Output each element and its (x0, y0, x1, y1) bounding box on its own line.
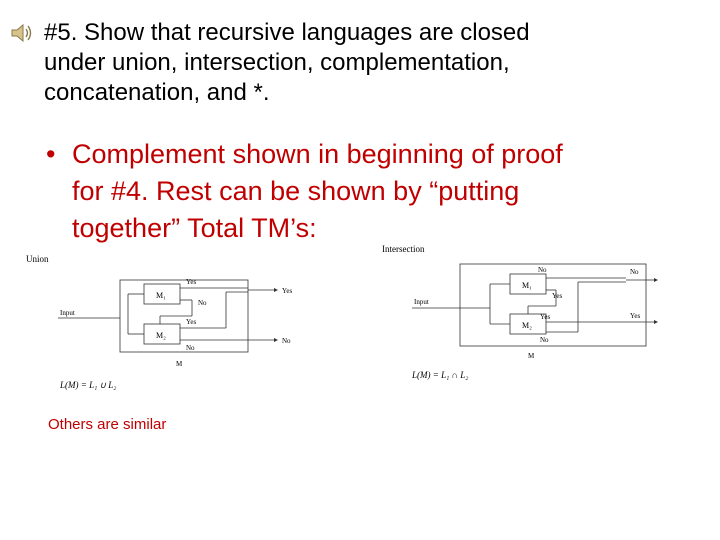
speaker-icon[interactable] (10, 22, 36, 44)
question-text: #5. Show that recursive languages are cl… (44, 18, 684, 108)
intersection-machine-box (459, 263, 647, 347)
union-m1-box (143, 283, 181, 305)
intersection-m2-no: No (540, 336, 549, 344)
union-out-yes: Yes (282, 287, 292, 295)
question-line-2: under union, intersection, complementati… (44, 49, 510, 76)
intersection-m1-yes: Yes (552, 292, 562, 300)
intersection-title: Intersection (382, 244, 425, 254)
union-input-label: Input (60, 309, 75, 317)
union-m1-label: M₁ (156, 291, 166, 300)
intersection-m2-yes: Yes (540, 313, 550, 321)
union-title: Union (26, 254, 49, 264)
union-m2-box (143, 323, 181, 345)
union-m1-yes: Yes (186, 278, 196, 286)
bullet-line-2: for #4. Rest can be shown by “putting (72, 176, 520, 206)
union-m2-no: No (186, 344, 195, 352)
intersection-m2-label: M₂ (522, 321, 532, 330)
union-formula: L(M) = L₁ ∪ L₂ (59, 380, 116, 390)
union-m1-no: No (198, 299, 207, 307)
intersection-out-no: No (630, 268, 639, 276)
intersection-out-yes: Yes (630, 312, 640, 320)
bullet-text: Complement shown in beginning of proof f… (72, 136, 682, 247)
union-machine-label: M (176, 360, 183, 368)
union-m2-yes: Yes (186, 318, 196, 326)
union-out-no: No (282, 337, 291, 345)
bullet-line-1: Complement shown in beginning of proof (72, 139, 563, 169)
intersection-m1-no: No (538, 266, 547, 274)
intersection-m1-label: M₁ (522, 281, 532, 290)
bullet-line-3: together” Total TM’s: (72, 213, 317, 243)
union-m2-label: M₂ (156, 331, 166, 340)
intersection-machine-label: M (528, 352, 535, 360)
question-line-3: concatenation, and *. (44, 79, 270, 106)
intersection-input-label: Input (414, 298, 429, 306)
intersection-m1-box (509, 273, 547, 295)
question-line-1: #5. Show that recursive languages are cl… (44, 19, 530, 46)
intersection-diagram: Intersection Input M₁ M₂ No Yes Yes No (378, 242, 678, 397)
union-machine-box (119, 279, 249, 353)
union-diagram: Union Input M₁ M₂ Yes No Yes No Yes (20, 250, 340, 405)
intersection-formula: L(M) = L₁ ∩ L₂ (411, 370, 468, 380)
bullet-marker: • (46, 139, 56, 169)
others-similar-note: Others are similar (48, 416, 167, 433)
